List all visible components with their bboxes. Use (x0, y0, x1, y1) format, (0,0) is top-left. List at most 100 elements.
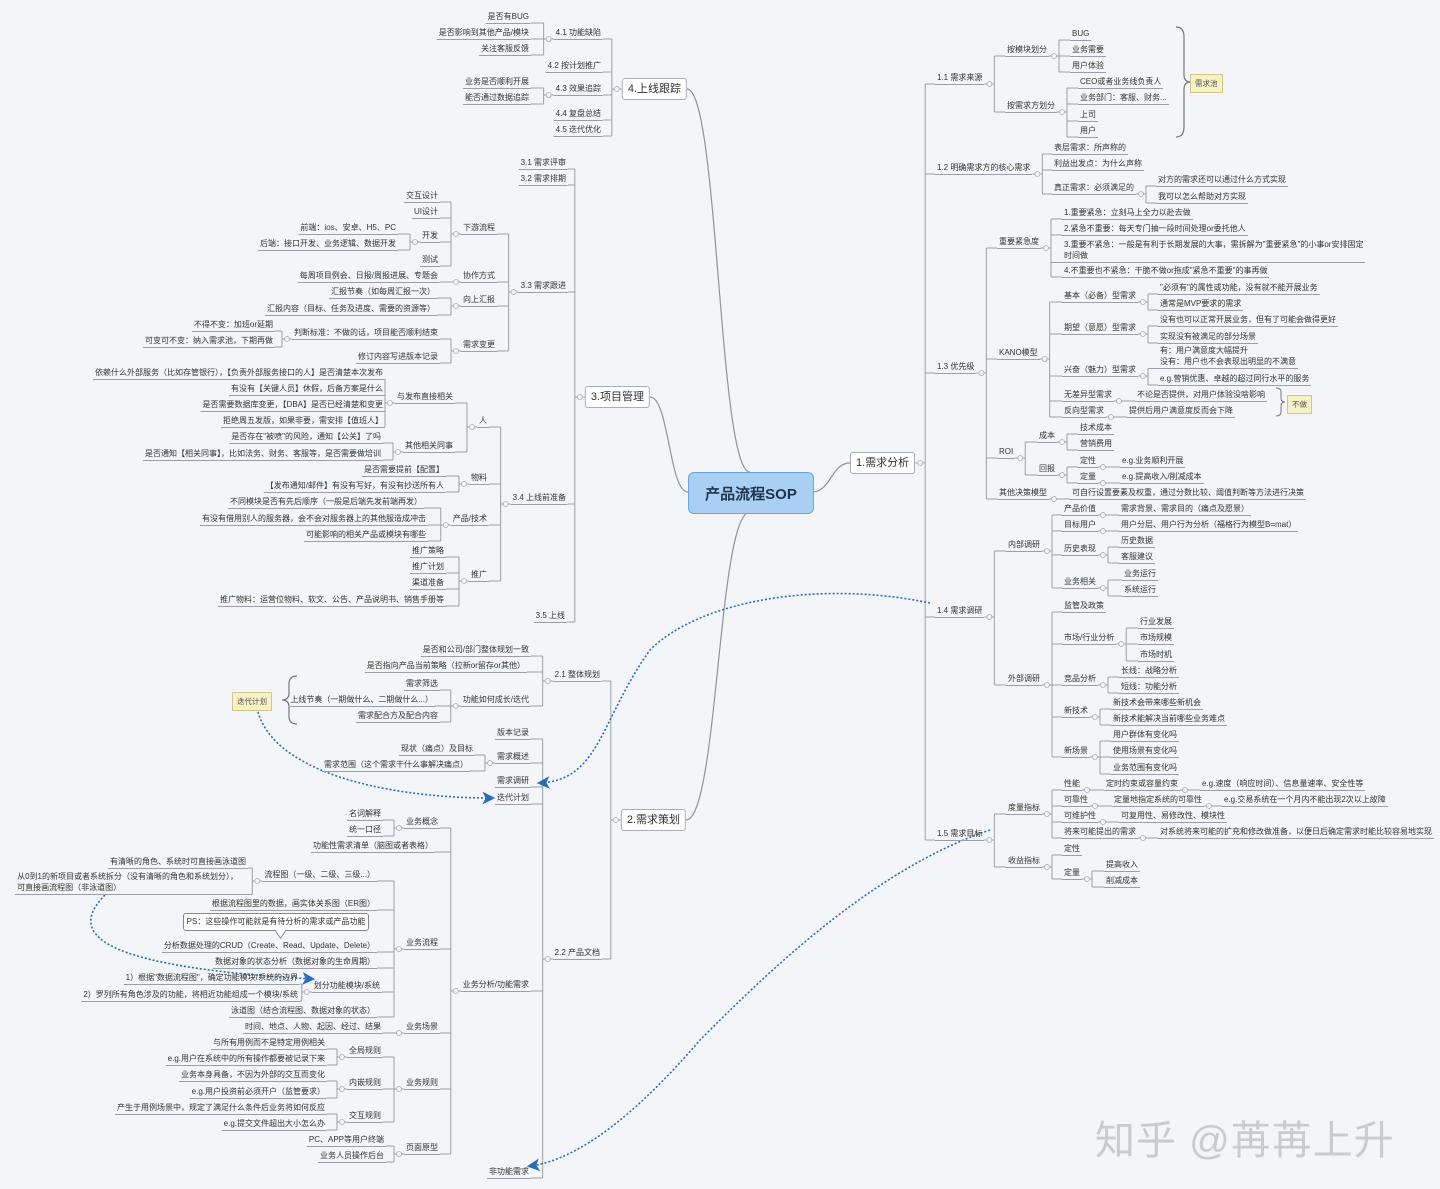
collapse-toggle-icon[interactable] (545, 92, 552, 98)
collapse-toggle-icon[interactable] (284, 336, 290, 342)
mindmap-node[interactable]: 依赖什么外部服务（比如存管银行），【负责外部服务接口的人】是否清楚本次发布 (93, 367, 385, 380)
mindmap-node[interactable]: 定量 (1078, 471, 1098, 484)
mindmap-node[interactable]: 功能如何成长/迭代 (460, 694, 531, 707)
mindmap-node[interactable]: e.g.交易系统在一个月内不能出现2次以上故障 (1222, 794, 1388, 807)
collapse-toggle-icon[interactable] (387, 400, 393, 406)
mindmap-node[interactable]: 物料 (469, 472, 489, 485)
mindmap-node[interactable]: 推广策略 (410, 545, 446, 558)
mindmap-node[interactable]: 业务需要 (1070, 44, 1106, 57)
mindmap-node[interactable]: 人 (477, 415, 489, 428)
collapse-toggle-icon[interactable] (1140, 331, 1146, 337)
mindmap-node[interactable]: 3.5 上线 (533, 610, 567, 623)
mindmap-node[interactable]: 可变可不变：纳入需求池，下期再做 (143, 335, 275, 348)
mindmap-node[interactable]: 短线：功能分析 (1119, 681, 1179, 694)
collapse-toggle-icon[interactable] (576, 394, 583, 400)
mindmap-node[interactable]: 有清晰的角色、系统时可直接画泳道图 (108, 856, 248, 869)
collapse-toggle-icon[interactable] (1140, 835, 1146, 841)
mindmap-node[interactable]: 真正需求：必须满足的 (1052, 182, 1136, 195)
mindmap-node[interactable]: 削减成本 (1104, 875, 1140, 888)
mindmap-node[interactable]: 拒绝周五发版，如果非要，需安排【值班人】 (221, 415, 385, 428)
mindmap-node[interactable]: 定量地指定系统的可靠性 (1112, 794, 1204, 807)
mindmap-node[interactable]: 用户群体有变化吗 (1111, 729, 1179, 742)
mindmap-node[interactable]: 提供后用户满意度反而会下降 (1127, 405, 1235, 418)
mindmap-node[interactable]: 新技术 (1062, 705, 1090, 718)
mindmap-node[interactable]: 兴奋（魅力）型需求 (1062, 364, 1138, 377)
note-demand-pool[interactable]: 需求池 (1190, 74, 1223, 93)
mindmap-node[interactable]: 回报 (1037, 463, 1057, 476)
mindmap-node[interactable]: 汇报节奏（如每周汇报一次） (329, 286, 437, 299)
collapse-toggle-icon[interactable] (469, 424, 475, 430)
mindmap-node[interactable]: 前端：ios、安卓、H5、PC (298, 222, 398, 235)
collapse-toggle-icon[interactable] (452, 703, 459, 709)
mindmap-node[interactable]: 4.1 功能缺陷 (553, 27, 603, 40)
mindmap-node[interactable]: 内嵌规则 (347, 1077, 383, 1090)
mindmap-node[interactable]: 其他相关同事 (403, 440, 455, 453)
mindmap-node[interactable]: 不得不变：加班or延期 (191, 319, 275, 332)
collapse-toggle-icon[interactable] (453, 303, 459, 309)
mindmap-node[interactable]: 对系统将来可能的扩充和修改做准备，以便日后确定需求时能比较容易地实现 (1158, 826, 1434, 839)
mindmap-node[interactable]: 产品价值 (1062, 503, 1098, 516)
mindmap-node[interactable]: 2）罗列所有角色涉及的功能，将相近功能组成一个模块/系统 (81, 989, 300, 1002)
collapse-toggle-icon[interactable] (339, 1054, 345, 1060)
mindmap-node[interactable]: ROI (997, 446, 1016, 459)
mindmap-node[interactable]: 无差异型需求 (1062, 389, 1114, 402)
mindmap-node[interactable]: 根据流程图里的数据，画实体关系图（ER图） (209, 898, 377, 911)
mindmap-node[interactable]: 1.1 需求来源 (935, 72, 985, 85)
mindmap-node[interactable]: e.g.营销优惠、卓越的超过同行水平的服务 (1158, 373, 1312, 386)
mindmap-node[interactable]: 业务分析/功能需求 (460, 979, 531, 992)
mindmap-node[interactable]: 页面原型 (404, 1142, 440, 1155)
mindmap-node[interactable]: 实现没有被满足的部分场景 (1158, 331, 1258, 344)
mindmap-node[interactable]: 定性 (1078, 455, 1098, 468)
mindmap-node[interactable]: 协作方式 (461, 270, 497, 283)
collapse-toggle-icon[interactable] (1044, 682, 1050, 688)
mindmap-node[interactable]: 市场/行业分析 (1062, 632, 1117, 645)
mindmap-node[interactable]: 营销费用 (1078, 438, 1114, 451)
mindmap-node[interactable]: 监管及政策 (1062, 600, 1106, 613)
mindmap-node[interactable]: 可维护性 (1062, 810, 1098, 823)
collapse-toggle-icon[interactable] (544, 956, 551, 962)
mindmap-node[interactable]: 名词解释 (347, 808, 383, 821)
collapse-toggle-icon[interactable] (461, 578, 467, 584)
collapse-toggle-icon[interactable] (1084, 876, 1090, 882)
mindmap-node[interactable]: 将来可能提出的需求 (1062, 826, 1138, 839)
mindmap-node[interactable]: 版本记录 (495, 727, 531, 740)
mindmap-node[interactable]: 需求配合方及配合内容 (356, 710, 440, 723)
collapse-toggle-icon[interactable] (1092, 754, 1098, 760)
note-not-do[interactable]: 不做 (1287, 395, 1312, 414)
collapse-toggle-icon[interactable] (544, 678, 551, 684)
collapse-toggle-icon[interactable] (510, 289, 517, 295)
collapse-toggle-icon[interactable] (1034, 171, 1041, 177)
mindmap-node[interactable]: 需求背景、需求目的（痛点及愿景） (1119, 503, 1251, 516)
mindmap-node[interactable]: 1.5 需求目标 (935, 828, 985, 841)
collapse-toggle-icon[interactable] (1182, 787, 1188, 793)
mindmap-node[interactable]: 下游流程 (461, 222, 497, 235)
mindmap-node[interactable]: 2.1 整体规划 (552, 669, 602, 682)
mindmap-node[interactable]: 后端：接口开发、业务逻辑、数据开发 (258, 238, 398, 251)
mindmap-node[interactable]: 全局规则 (347, 1045, 383, 1058)
collapse-toggle-icon[interactable] (1100, 512, 1106, 518)
collapse-toggle-icon[interactable] (1059, 109, 1065, 115)
collapse-toggle-icon[interactable] (461, 481, 467, 487)
mindmap-node[interactable]: 1.3 优先级 (935, 361, 977, 374)
branch-topic[interactable]: 1.需求分析 (850, 452, 916, 474)
mindmap-node[interactable]: 新技术会带来哪些新机会 (1111, 697, 1203, 710)
collapse-toggle-icon[interactable] (339, 1119, 345, 1125)
mindmap-node[interactable]: 使用场景有变化吗 (1111, 745, 1179, 758)
mindmap-node[interactable]: 开发 (420, 230, 440, 243)
mindmap-node[interactable]: 按模块划分 (1005, 44, 1049, 57)
mindmap-node[interactable]: 按需求方划分 (1005, 100, 1057, 113)
mindmap-node[interactable]: 竞品分析 (1062, 673, 1098, 686)
collapse-toggle-icon[interactable] (1100, 819, 1106, 825)
mindmap-node[interactable]: 时间、地点、人物、起因、经过、结果 (243, 1021, 383, 1034)
mindmap-node[interactable]: 1.2 明确需求方的核心需求 (935, 162, 1033, 175)
mindmap-node[interactable]: 客服建议 (1119, 551, 1155, 564)
mindmap-node[interactable]: 我可以怎么帮助对方实现 (1156, 191, 1248, 204)
collapse-toggle-icon[interactable] (303, 989, 310, 995)
mindmap-node[interactable]: 流程图（一级、二级、三级...） (262, 869, 377, 882)
mindmap-node[interactable]: 统一口径 (347, 824, 383, 837)
mindmap-node[interactable]: 功能性需求清单（脑图或者表格） (311, 840, 435, 853)
mindmap-node[interactable]: 是否和公司/部门整体规划一致 (420, 644, 531, 657)
mindmap-node[interactable]: e.g.业务顺利开展 (1120, 455, 1186, 468)
mindmap-node[interactable]: 长线：战略分析 (1119, 665, 1179, 678)
